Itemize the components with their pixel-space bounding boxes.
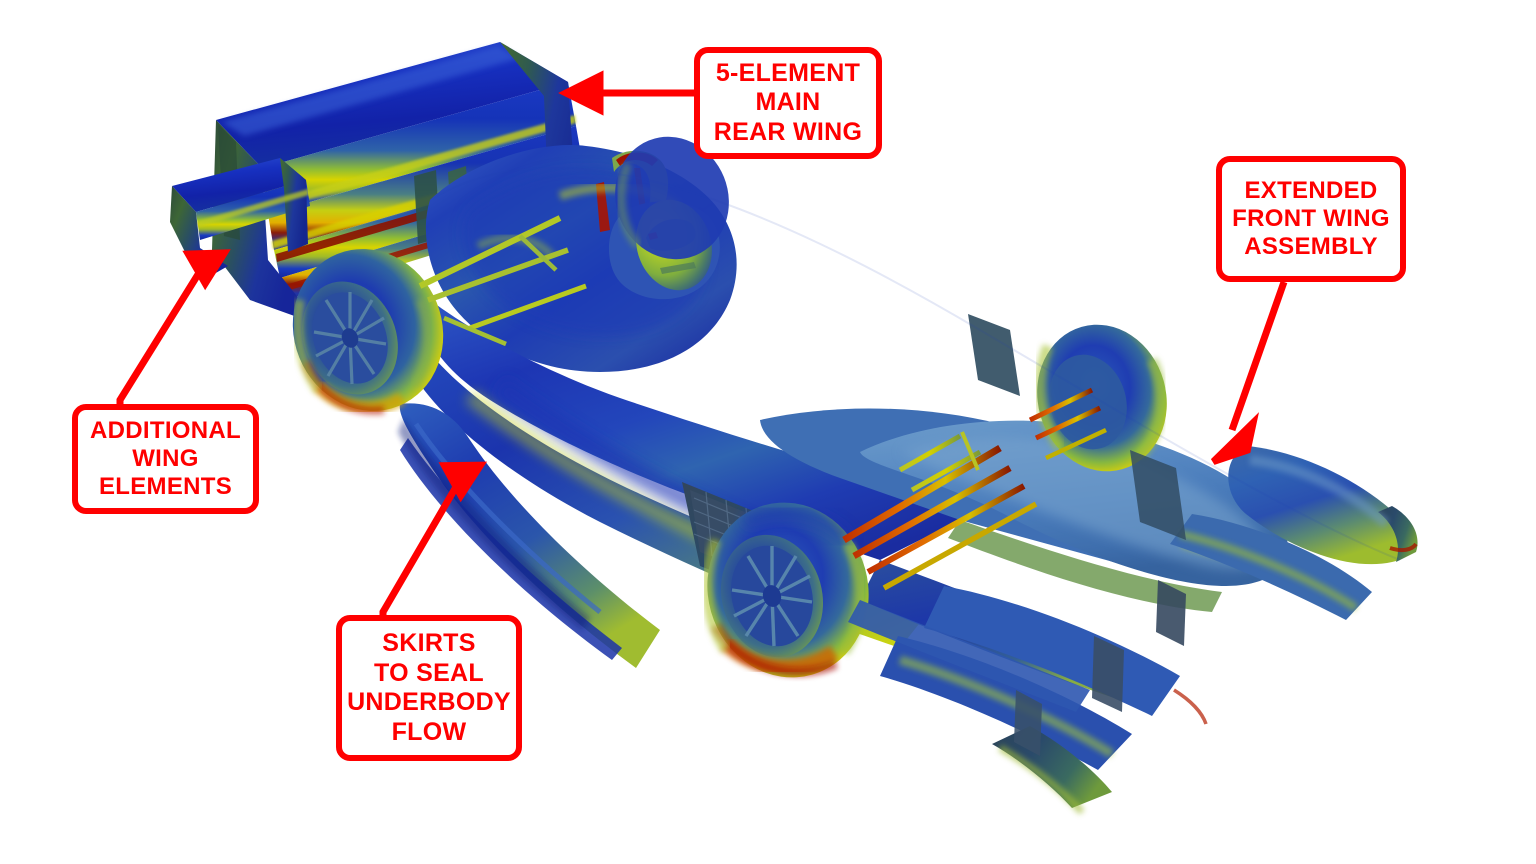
callout-front-wing-line-2: FRONT WING (1232, 204, 1390, 232)
auxiliary-wing-endplate-left (170, 186, 228, 274)
cockpit-side-hot (596, 182, 610, 232)
sidepod-upper (425, 300, 960, 560)
front-wing-strake-3 (1014, 690, 1042, 756)
callout-rear-wing[interactable]: 5-ELEMENT MAIN REAR WING (694, 47, 882, 159)
floor-vane-1 (968, 314, 1020, 396)
front-wing-assembly (880, 446, 1418, 815)
callout-additional-wing-line-2: WING (132, 444, 199, 472)
callout-additional-wing-line-3: ELEMENTS (98, 473, 233, 501)
auxiliary-wing-endplate-right (280, 158, 308, 252)
front-wing-strake-1 (1092, 636, 1124, 712)
callout-rear-wing-line-3: REAR WING (713, 117, 863, 146)
callout-front-wing-line-3: ASSEMBLY (1244, 233, 1378, 261)
rear-floor-edge (848, 600, 1090, 712)
far-rear-wheel (615, 136, 729, 260)
front-wheel (702, 502, 869, 678)
callout-skirts-line-1: SKIRTS (382, 629, 476, 657)
callout-additional-wing[interactable]: ADDITIONAL WING ELEMENTS (72, 404, 259, 514)
rear-floor-elements (848, 314, 1186, 712)
rear-suspension (418, 215, 587, 347)
auxiliary-wing-top (172, 158, 306, 212)
far-front-wheel (1034, 324, 1167, 472)
callout-rear-wing-line-1: 5-ELEMENT (715, 58, 861, 87)
callout-skirts-line-2: TO SEAL (374, 658, 484, 687)
callout-front-wing[interactable]: EXTENDED FRONT WING ASSEMBLY (1216, 156, 1406, 282)
callout-skirts-line-3: UNDERBODY (347, 688, 511, 716)
callout-skirts-line-4: FLOW (391, 717, 467, 746)
callout-skirts[interactable]: SKIRTS TO SEAL UNDERBODY FLOW (336, 615, 522, 761)
front-wing-endplate-left (992, 726, 1112, 808)
front-wing-main-plane-right (1228, 446, 1413, 565)
callout-additional-wing-line-1: ADDITIONAL (90, 416, 241, 444)
floor-vane-2 (1130, 450, 1186, 540)
callout-front-wing-line-1: EXTENDED (1244, 176, 1378, 204)
rear-wing-main-plane (262, 82, 576, 214)
nose-underside (948, 520, 1222, 612)
rear-wing-top-surface (216, 42, 568, 168)
front-suspension (842, 387, 1107, 591)
rear-wheel (292, 249, 444, 415)
front-wing-strake-2 (1156, 580, 1186, 646)
callout-rear-wing-line-2: MAIN (755, 88, 821, 117)
